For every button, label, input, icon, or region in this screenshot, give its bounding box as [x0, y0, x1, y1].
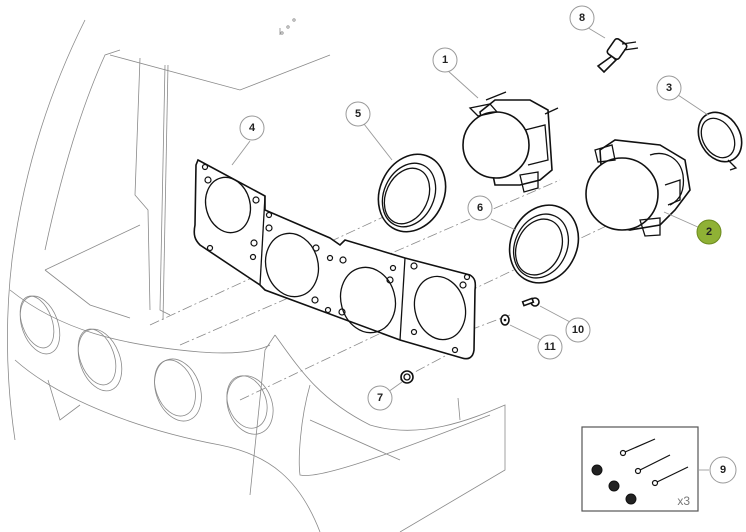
- clamp-ring[interactable]: [690, 104, 746, 171]
- bulb[interactable]: [596, 37, 639, 74]
- svg-text:11: 11: [544, 341, 556, 353]
- callout-7[interactable]: 7: [367, 385, 393, 411]
- callout-11[interactable]: 11: [537, 334, 563, 360]
- kit-bolts: [619, 438, 689, 487]
- callout-6[interactable]: 6: [467, 195, 493, 221]
- bezel-ring-lower[interactable]: [497, 194, 591, 294]
- callout-2[interactable]: 2: [696, 219, 722, 245]
- screw[interactable]: [521, 297, 540, 307]
- svg-text:9: 9: [720, 464, 726, 476]
- callout-1[interactable]: 1: [432, 47, 458, 73]
- leader-lines: [231, 25, 709, 471]
- fastener-kit-box[interactable]: x3: [581, 426, 699, 512]
- svg-text:3: 3: [666, 82, 672, 94]
- svg-text:7: 7: [377, 392, 383, 404]
- svg-text:1: 1: [442, 54, 448, 66]
- callout-9[interactable]: 9: [709, 456, 737, 484]
- washer[interactable]: [500, 314, 510, 326]
- callout-10[interactable]: 10: [565, 317, 591, 343]
- kit-nuts: [591, 464, 637, 505]
- svg-text:5: 5: [355, 108, 361, 120]
- kit-quantity: x3: [677, 494, 690, 508]
- bezel-ring-upper[interactable]: [366, 143, 458, 243]
- svg-text:8: 8: [579, 12, 585, 24]
- vehicle-body-outline: [7, 18, 506, 532]
- callout-4[interactable]: 4: [239, 115, 265, 141]
- headlamp-left[interactable]: [462, 91, 559, 193]
- nut[interactable]: [400, 370, 414, 384]
- svg-text:4: 4: [249, 122, 256, 134]
- mounting-gasket-plate[interactable]: [193, 158, 477, 360]
- callout-5[interactable]: 5: [345, 101, 371, 127]
- callout-3[interactable]: 3: [656, 75, 682, 101]
- svg-text:6: 6: [477, 202, 483, 214]
- svg-text:10: 10: [572, 324, 584, 336]
- headlamp-right[interactable]: [585, 139, 691, 237]
- callout-8[interactable]: 8: [569, 5, 595, 31]
- svg-text:2: 2: [706, 226, 712, 238]
